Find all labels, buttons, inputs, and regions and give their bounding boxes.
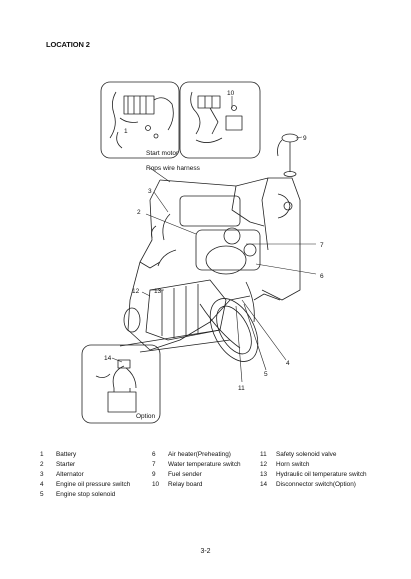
callout-12: 12	[132, 288, 140, 295]
callout-6: 6	[320, 273, 324, 280]
start-motor-label: Start motor	[146, 150, 179, 157]
engine-assembly	[119, 177, 301, 362]
section-heading: LOCATION 2	[46, 40, 90, 49]
callout-13: 13	[154, 288, 162, 295]
fuel-sender-part	[277, 133, 299, 177]
callout-14: 14	[104, 355, 112, 362]
engine-wiring-illustration: Start motor Rops wire harness Option 1 2…	[81, 81, 324, 424]
callout-11: 11	[238, 385, 245, 392]
callout-3: 3	[148, 188, 152, 195]
callout-7: 7	[320, 242, 324, 249]
callout-2: 2	[137, 209, 141, 216]
start-motor-inset	[100, 81, 180, 159]
callout-10: 10	[227, 90, 235, 97]
callout-5: 5	[264, 371, 268, 378]
page-number: 3-2	[200, 548, 211, 555]
rops-wire-harness-label: Rops wire harness	[146, 165, 201, 172]
leader-lines	[111, 96, 317, 383]
callout-1: 1	[124, 128, 128, 135]
relay-board-inset	[179, 81, 261, 159]
callout-4: 4	[286, 360, 290, 367]
callout-9: 9	[303, 135, 307, 142]
disconnector-inset	[81, 344, 161, 424]
option-label: Option	[136, 413, 156, 420]
